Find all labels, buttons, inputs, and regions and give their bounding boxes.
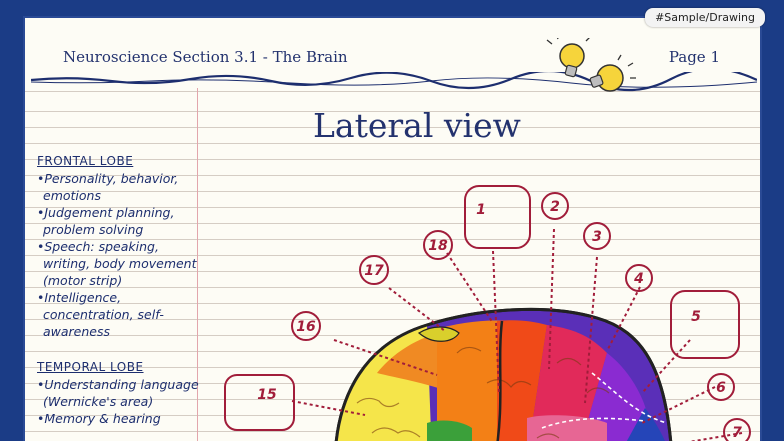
page-title: Neuroscience Section 3.1 - The Brain [63,48,348,66]
side-notes: FRONTAL LOBE •Personality, behavior, emo… [37,152,202,427]
note-item: •Intelligence, concentration, self-aware… [37,290,164,339]
brain-illustration [334,307,673,441]
label-16: 16 [296,319,316,335]
margin-line [197,88,198,441]
label-3: 3 [592,229,602,245]
brain-diagram: 1 2 3 4 5 6 7 15 16 17 18 [224,185,751,441]
label-6: 6 [716,380,726,396]
label-5: 5 [691,309,701,325]
label-17: 17 [364,263,384,279]
note-item: •Memory & hearing [37,411,161,426]
label-1: 1 [476,202,486,218]
leader-lines [291,228,743,441]
header-band [25,18,760,88]
label-4: 4 [633,271,644,287]
label-18: 18 [428,238,448,254]
label-15: 15 [257,387,277,403]
frontal-lobe-title: FRONTAL LOBE [37,154,134,168]
label-markers [224,185,751,441]
page-number: Page 1 [668,48,720,66]
note-item: •Speech: speaking, writing, body movemen… [37,239,197,288]
lightbulb-icon [546,38,590,78]
lightbulb-icon [589,54,636,92]
note-item: •Personality, behavior, emotions [37,171,179,203]
label-7: 7 [732,425,742,441]
diagram-heading: Lateral view [313,106,521,145]
note-item: •Judgement planning, problem solving [37,205,175,237]
notebook-page: Neuroscience Section 3.1 - The Brain Pag… [23,16,762,441]
temporal-lobe-title: TEMPORAL LOBE [37,360,144,374]
label-numbers: 1 2 3 4 5 6 7 15 16 17 18 [257,199,742,441]
lightbulbs-illustration [546,38,636,92]
label-2: 2 [550,199,560,215]
sample-drawing-badge: #Sample/Drawing [645,8,765,27]
note-item: •Understanding language (Wernicke's area… [37,377,199,409]
